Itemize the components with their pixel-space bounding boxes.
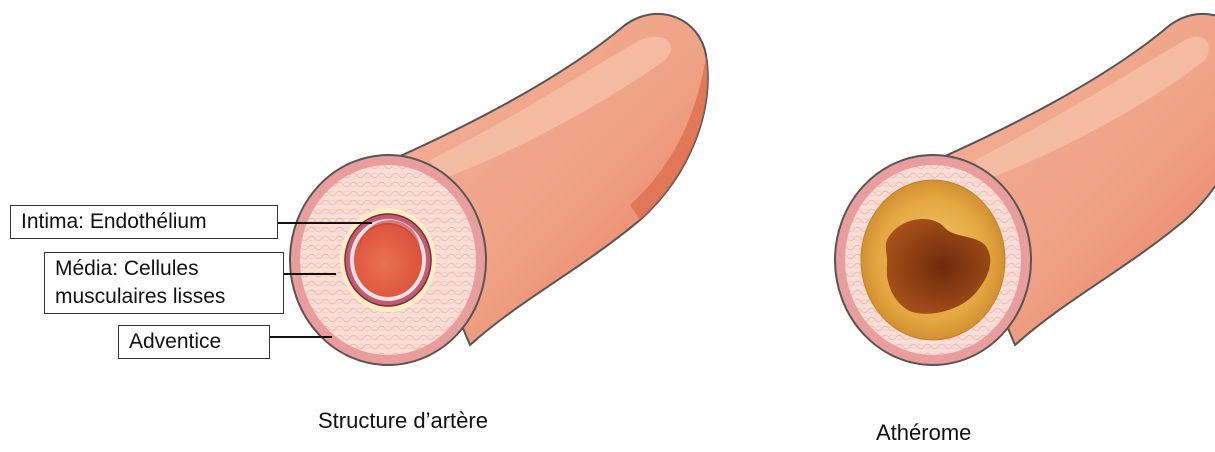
- media-label: Média: Cellules musculaires lisses: [44, 252, 284, 314]
- media-label-line1: Média: Cellules: [55, 255, 273, 283]
- adventice-label-text: Adventice: [129, 330, 221, 353]
- adventice-label: Adventice: [118, 325, 270, 359]
- caption-atheroma: Athérome: [876, 420, 971, 446]
- artery-atheroma: [835, 14, 1215, 365]
- media-label-line2: musculaires lisses: [55, 283, 273, 311]
- intima-label-text: Intima: Endothélium: [21, 210, 207, 233]
- caption-structure: Structure d’artère: [318, 408, 488, 434]
- artery-structure: [290, 14, 708, 365]
- intima-label: Intima: Endothélium: [10, 205, 278, 239]
